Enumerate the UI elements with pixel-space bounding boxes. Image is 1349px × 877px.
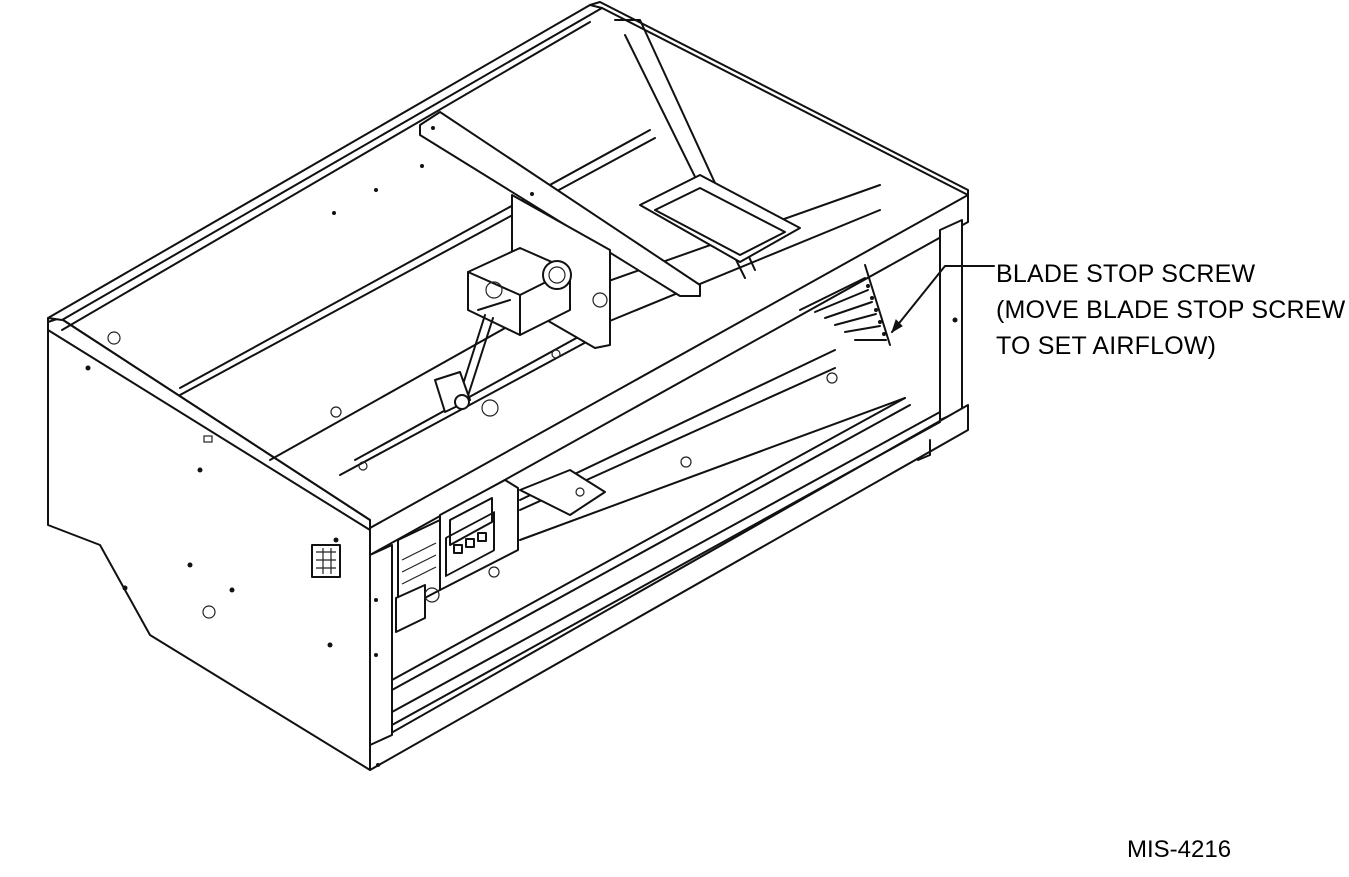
damper-blades	[799, 264, 891, 346]
blade-stop-screw-callout: BLADE STOP SCREW (MOVE BLADE STOP SCREW …	[996, 256, 1345, 364]
bottom-channel	[391, 349, 941, 726]
top-frame	[47, 1, 969, 556]
callout-line-2: (MOVE BLADE STOP SCREW	[996, 296, 1346, 324]
left-end-frame	[369, 544, 393, 767]
callout-line-3: TO SET AIRFLOW)	[996, 332, 1217, 360]
connector-plug	[311, 544, 341, 578]
blade-stop-screw-leader	[891, 265, 995, 334]
damper-actuator	[467, 247, 572, 336]
right-end-frame	[369, 219, 969, 771]
left-side-panel	[47, 317, 371, 771]
linkage-arm	[434, 314, 499, 417]
controller-module	[395, 479, 519, 633]
callout-line-1: BLADE STOP SCREW	[996, 260, 1256, 288]
figure-id: MIS-4216	[1127, 836, 1232, 863]
